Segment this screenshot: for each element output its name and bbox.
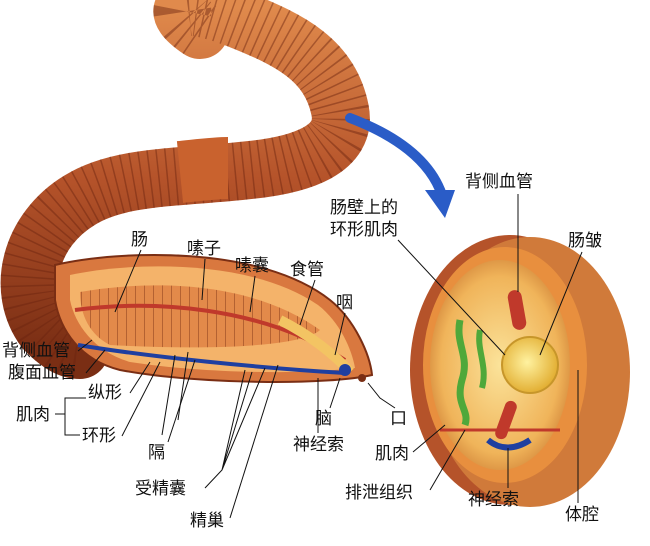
label-dorsal-vessel-right: 背侧血管 [465, 172, 533, 192]
label-excretory: 排泄组织 [345, 483, 413, 503]
zoom-arrow [345, 113, 455, 218]
labels: 肠 嗉子 嗉囊 食管 咽 背侧血管 腹面血管 纵形 肌肉 环形 隔 受精囊 精巢… [2, 172, 602, 531]
label-muscle-left: 肌肉 [16, 405, 50, 425]
label-gut-wall-line2: 环形肌肉 [330, 220, 398, 240]
label-muscle-right: 肌肉 [375, 444, 409, 464]
label-testis: 精巢 [190, 511, 224, 531]
clitellum [176, 137, 229, 203]
dissected-anterior [54, 253, 374, 383]
label-gizzard: 嗉囊 [235, 256, 269, 276]
label-mouth: 口 [390, 409, 407, 429]
label-nerve-cord-right: 神经索 [468, 490, 519, 510]
label-typhlosole: 肠皱 [568, 231, 602, 251]
label-pharynx: 咽 [336, 293, 353, 313]
cross-section [410, 235, 630, 507]
label-coelom: 体腔 [565, 505, 599, 525]
label-seminal-receptacle: 受精囊 [135, 479, 186, 499]
label-nerve-cord-left: 神经索 [293, 435, 344, 455]
label-ventral-vessel: 腹面血管 [8, 363, 76, 383]
label-longitudinal: 纵形 [88, 383, 122, 403]
earthworm-body [0, 0, 370, 379]
mouth-dot [358, 374, 366, 382]
label-circular: 环形 [82, 426, 116, 446]
label-brain: 脑 [315, 409, 332, 429]
label-intestine: 肠 [131, 230, 148, 250]
dorsal-vessel-right [507, 290, 527, 330]
ventral-vessel [77, 343, 346, 375]
excretory-tubule [455, 319, 470, 427]
label-septum: 隔 [148, 443, 165, 463]
nerve-cord-cross [486, 437, 532, 451]
gut [501, 336, 559, 394]
label-gut-wall-line1: 肠壁上的 [330, 198, 398, 218]
brain-dot [339, 364, 351, 376]
label-crop: 嗉子 [187, 239, 221, 259]
label-esophagus: 食管 [290, 260, 324, 280]
label-dorsal-vessel-left: 背侧血管 [2, 341, 70, 361]
